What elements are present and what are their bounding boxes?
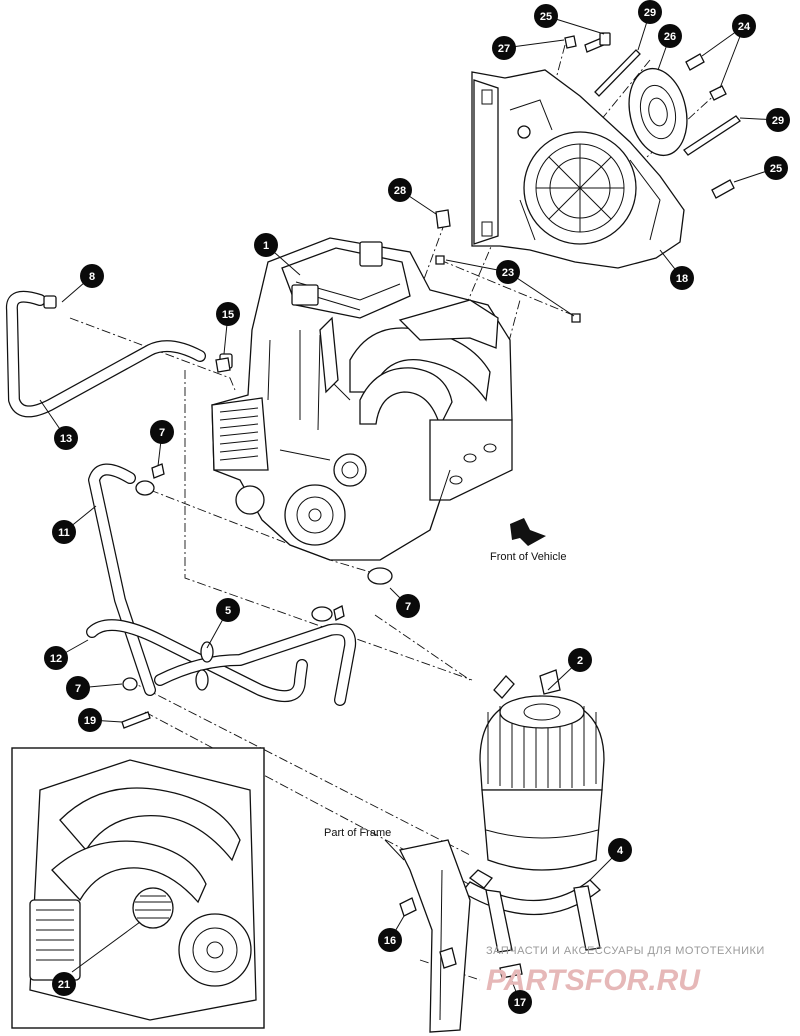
svg-text:7: 7: [75, 683, 81, 695]
svg-text:24: 24: [738, 21, 751, 33]
svg-text:25: 25: [770, 163, 782, 175]
callout-29b: 29: [739, 108, 790, 132]
watermark-site: PARTSFOR.RU: [486, 964, 701, 997]
callout-27: 27: [492, 36, 565, 60]
callout-25b: 25: [733, 156, 788, 183]
svg-text:2: 2: [577, 655, 583, 667]
callout-21: 21: [52, 972, 76, 996]
callout-17: 17: [508, 975, 532, 1014]
callout-26: 26: [657, 24, 682, 71]
front-of-vehicle-label: Front of Vehicle: [490, 551, 566, 563]
svg-text:8: 8: [89, 271, 95, 283]
callout-12: 12: [44, 639, 89, 670]
svg-text:17: 17: [514, 997, 526, 1009]
svg-text:1: 1: [263, 240, 269, 252]
watermark-tagline: ЗАПЧАСТИ И АКСЕССУАРЫ ДЛЯ МОТОТЕХНИКИ: [486, 945, 765, 957]
callout-24: 24: [701, 14, 756, 89]
inset-detail-view: [11, 747, 265, 1029]
svg-text:15: 15: [222, 309, 234, 321]
callout-18: 18: [659, 249, 694, 290]
svg-text:29: 29: [772, 115, 784, 127]
flywheel-housing: [471, 69, 685, 269]
fuel-filter: [479, 669, 605, 871]
svg-text:4: 4: [617, 845, 624, 857]
bolts: [435, 32, 741, 323]
callout-5: 5: [206, 598, 240, 649]
callout-8: 8: [61, 264, 104, 303]
coolant-hose-13: [5, 290, 233, 418]
callout-1: 1: [254, 233, 301, 276]
callout-19: 19: [78, 708, 123, 732]
svg-text:23: 23: [502, 267, 514, 279]
callout-7c: 7: [66, 676, 123, 700]
callout-2: 2: [547, 648, 592, 691]
svg-text:29: 29: [644, 7, 656, 19]
svg-text:7: 7: [405, 601, 411, 613]
callout-13: 13: [39, 399, 78, 450]
svg-text:11: 11: [58, 527, 70, 539]
hose-clamps: [121, 357, 393, 729]
svg-text:25: 25: [540, 11, 552, 23]
engine-assembly: [211, 237, 513, 561]
svg-text:27: 27: [498, 43, 510, 55]
svg-text:12: 12: [50, 653, 62, 665]
front-direction-arrow: [510, 518, 546, 546]
svg-text:28: 28: [394, 185, 406, 197]
callout-11: 11: [52, 505, 97, 544]
coolant-hose-11: [88, 463, 156, 696]
svg-text:16: 16: [384, 935, 396, 947]
callout-29a: 29: [637, 0, 662, 51]
svg-text:13: 13: [60, 433, 72, 445]
callout-7b: 7: [389, 587, 420, 618]
callout-7a: 7: [150, 420, 174, 467]
callout-28: 28: [388, 178, 437, 215]
seal-plate: [628, 67, 688, 157]
frame-section: [399, 839, 523, 1033]
coolant-hose-12: [86, 619, 357, 706]
svg-text:26: 26: [664, 31, 676, 43]
svg-text:19: 19: [84, 715, 96, 727]
svg-text:7: 7: [159, 427, 165, 439]
filter-bracket: [461, 869, 601, 953]
part-of-frame-label: Part of Frame: [324, 827, 391, 839]
callout-16: 16: [378, 915, 405, 952]
svg-text:21: 21: [58, 979, 70, 991]
svg-text:18: 18: [676, 273, 688, 285]
callout-15: 15: [216, 302, 240, 355]
callout-4: 4: [589, 838, 632, 881]
callout-23: 23: [445, 259, 575, 317]
callout-25a: 25: [534, 4, 605, 35]
svg-text:5: 5: [225, 605, 231, 617]
